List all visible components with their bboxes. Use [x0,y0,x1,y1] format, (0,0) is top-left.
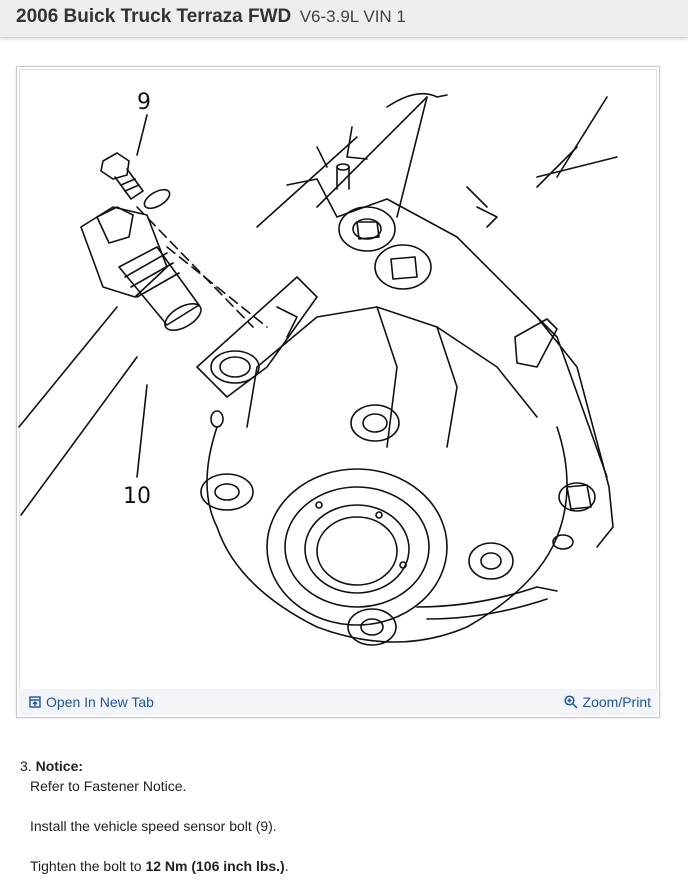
zoom-print-label: Zoom/Print [582,694,651,710]
page-header: 2006 Buick Truck Terraza FWD V6-3.9L VIN… [0,0,688,38]
zoom-print-link[interactable]: Zoom/Print [563,694,651,710]
notice-text: Refer to Fastener Notice. [30,778,187,794]
callout-9: 9 [137,90,151,115]
notice-label: Notice: [35,758,84,774]
vehicle-title: 2006 Buick Truck Terraza FWD [16,6,292,27]
figure-toolbar: Open In New Tab Zoom/Print [19,689,657,715]
open-new-tab-label: Open In New Tab [46,694,154,710]
engine-label: V6-3.9L VIN 1 [299,7,406,26]
step-3-heading: 3. Notice: [20,756,660,776]
diagram-figure: 9 10 Open In New Tab Zoom/Print [16,66,660,718]
tighten-suffix: . [284,858,289,874]
install-instruction: Install the vehicle speed sensor bolt (9… [30,818,277,834]
tighten-instruction: Tighten the bolt to 12 Nm (106 inch lbs.… [30,856,660,876]
speed-sensor-diagram [18,92,618,646]
torque-spec: 12 Nm (106 inch lbs.) [145,858,285,874]
open-new-tab-icon [29,696,41,708]
open-new-tab-link[interactable]: Open In New Tab [29,694,154,710]
tighten-prefix: Tighten the bolt to [30,858,146,874]
zoom-icon [563,695,578,709]
procedure-steps: 3. Notice: Refer to Fastener Notice. Ins… [20,756,660,876]
callout-labels: 9 10 [123,90,151,509]
step-number: 3. [20,758,32,774]
callout-10: 10 [123,484,151,509]
